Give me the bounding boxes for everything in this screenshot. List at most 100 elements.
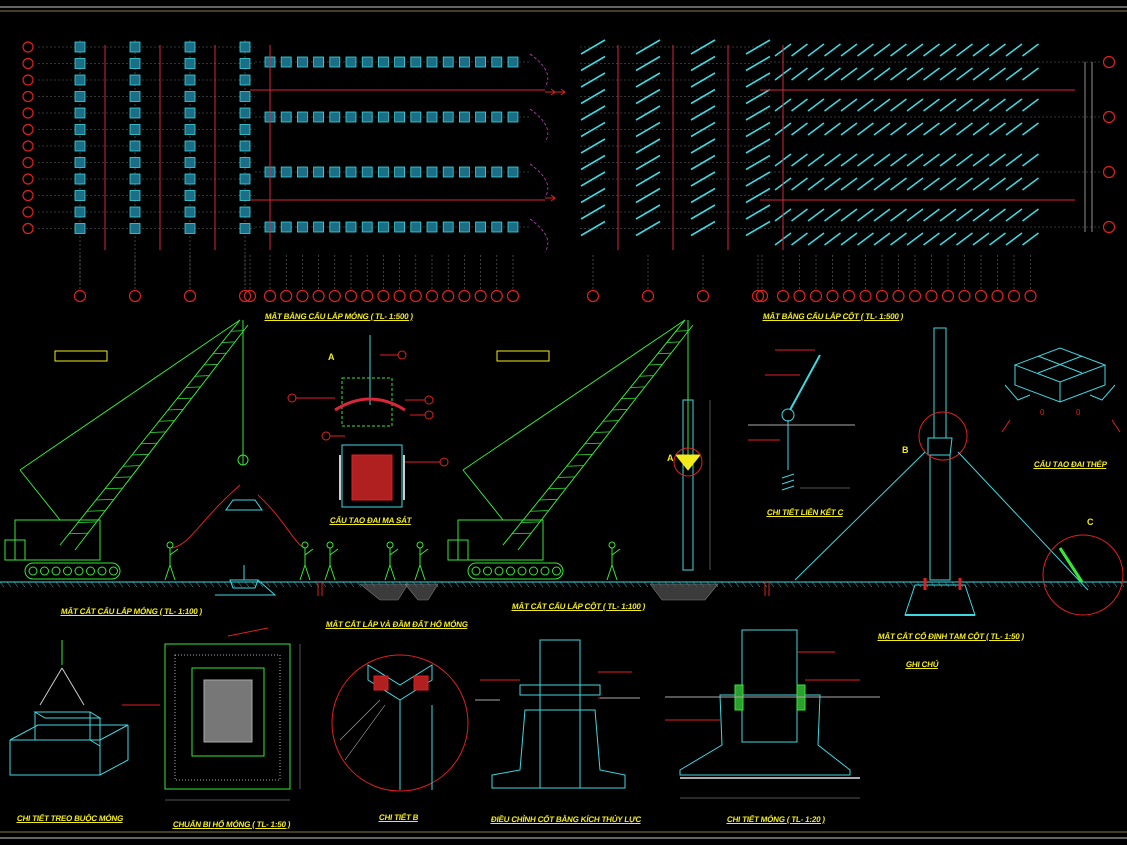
footing-pad — [426, 56, 438, 68]
column-member — [1005, 43, 1023, 57]
title-notes: GHI CHÚ — [905, 660, 940, 669]
column-member — [690, 154, 716, 171]
svg-text:0: 0 — [1076, 408, 1081, 417]
footing-pad — [361, 166, 373, 178]
footing-pad — [475, 111, 487, 123]
column-member — [989, 98, 1006, 112]
grid-bubble — [892, 289, 905, 303]
column-member — [1022, 43, 1039, 57]
column-member — [906, 153, 924, 167]
worker-figure — [166, 541, 174, 549]
footing-pad — [491, 221, 503, 233]
column-member — [690, 121, 716, 138]
footing-pad — [74, 206, 86, 218]
column-member — [840, 98, 858, 112]
column-member — [580, 39, 606, 55]
column-member — [939, 67, 957, 81]
column-member — [807, 98, 825, 112]
grid-bubble — [859, 289, 872, 303]
footing-pad — [442, 221, 454, 233]
column-member — [580, 72, 606, 88]
grid-bubble — [22, 156, 34, 169]
column-member — [1005, 177, 1023, 191]
footing-pad — [410, 56, 422, 68]
column-member — [690, 105, 716, 121]
column-member — [857, 98, 874, 112]
column-member — [989, 177, 1006, 191]
column-member — [906, 98, 924, 112]
column-member — [745, 105, 771, 121]
column-member — [690, 204, 716, 220]
column-member — [690, 138, 716, 154]
grid-bubble — [586, 289, 600, 303]
column-member — [745, 220, 771, 237]
column-member — [690, 55, 716, 72]
column-member — [923, 177, 940, 191]
footing-pad — [410, 221, 422, 233]
footing-pad — [239, 190, 251, 201]
column-member — [1005, 153, 1023, 167]
crawler-crane-footing — [4, 319, 249, 580]
grid-bubble — [263, 289, 277, 303]
grid-bubble — [22, 222, 34, 235]
column-member — [1022, 67, 1039, 81]
column-member — [857, 177, 874, 191]
column-member — [635, 220, 661, 237]
column-member — [824, 98, 841, 112]
footing-pad — [475, 166, 487, 178]
column-member — [745, 138, 771, 154]
grid-bubble — [925, 289, 938, 303]
footing-pad — [74, 41, 86, 53]
grid-bubble — [22, 140, 34, 152]
grid-bubble — [696, 289, 710, 303]
footing-pad — [74, 190, 86, 201]
footing-pad — [74, 157, 86, 168]
grid-bubble — [22, 107, 34, 119]
footing-pad — [296, 166, 308, 178]
column-member — [939, 208, 957, 222]
footing-pad — [239, 140, 251, 152]
title-box — [54, 350, 108, 362]
column-member — [873, 43, 891, 57]
column-member — [890, 98, 907, 112]
column-member — [857, 208, 874, 222]
footing-pad — [458, 166, 470, 178]
title-temp-fix: MẶT CẮT CỐ ĐỊNH TẠM CỘT ( TL- 1:50 ) — [877, 632, 1025, 641]
footing-pad — [184, 140, 196, 152]
footing-pad — [458, 111, 470, 123]
column-member — [1022, 232, 1039, 246]
footing-pad — [296, 56, 308, 68]
column-member — [1022, 122, 1039, 136]
footing-pad — [394, 111, 406, 123]
footing-pad — [345, 111, 357, 123]
column-member — [956, 67, 973, 81]
footing-pad — [74, 91, 86, 102]
footing-pad — [475, 221, 487, 233]
column-member — [824, 122, 841, 136]
column-member — [635, 105, 661, 121]
column-member — [857, 232, 874, 246]
footing-pad — [184, 190, 196, 201]
grid-bubble — [1007, 289, 1021, 303]
footing-pad — [410, 166, 422, 178]
footing-pad — [442, 56, 454, 68]
lifting-detail — [9, 640, 160, 776]
sheet-frame — [0, 6, 1127, 839]
column-member — [840, 153, 858, 167]
column-member — [807, 43, 825, 57]
footing-pad — [74, 140, 86, 152]
footing-pad — [239, 157, 251, 168]
column-member — [580, 171, 606, 187]
column-member — [635, 204, 661, 220]
grid-bubble — [425, 289, 439, 303]
column-member — [906, 122, 924, 136]
footing-pad — [361, 111, 373, 123]
footing-pad — [184, 74, 196, 86]
footing-pad — [280, 111, 292, 123]
column-member — [690, 88, 716, 105]
column-member — [873, 98, 891, 112]
footing-pad — [184, 157, 196, 168]
footing-pad — [184, 223, 196, 234]
footing-pad — [296, 221, 308, 233]
